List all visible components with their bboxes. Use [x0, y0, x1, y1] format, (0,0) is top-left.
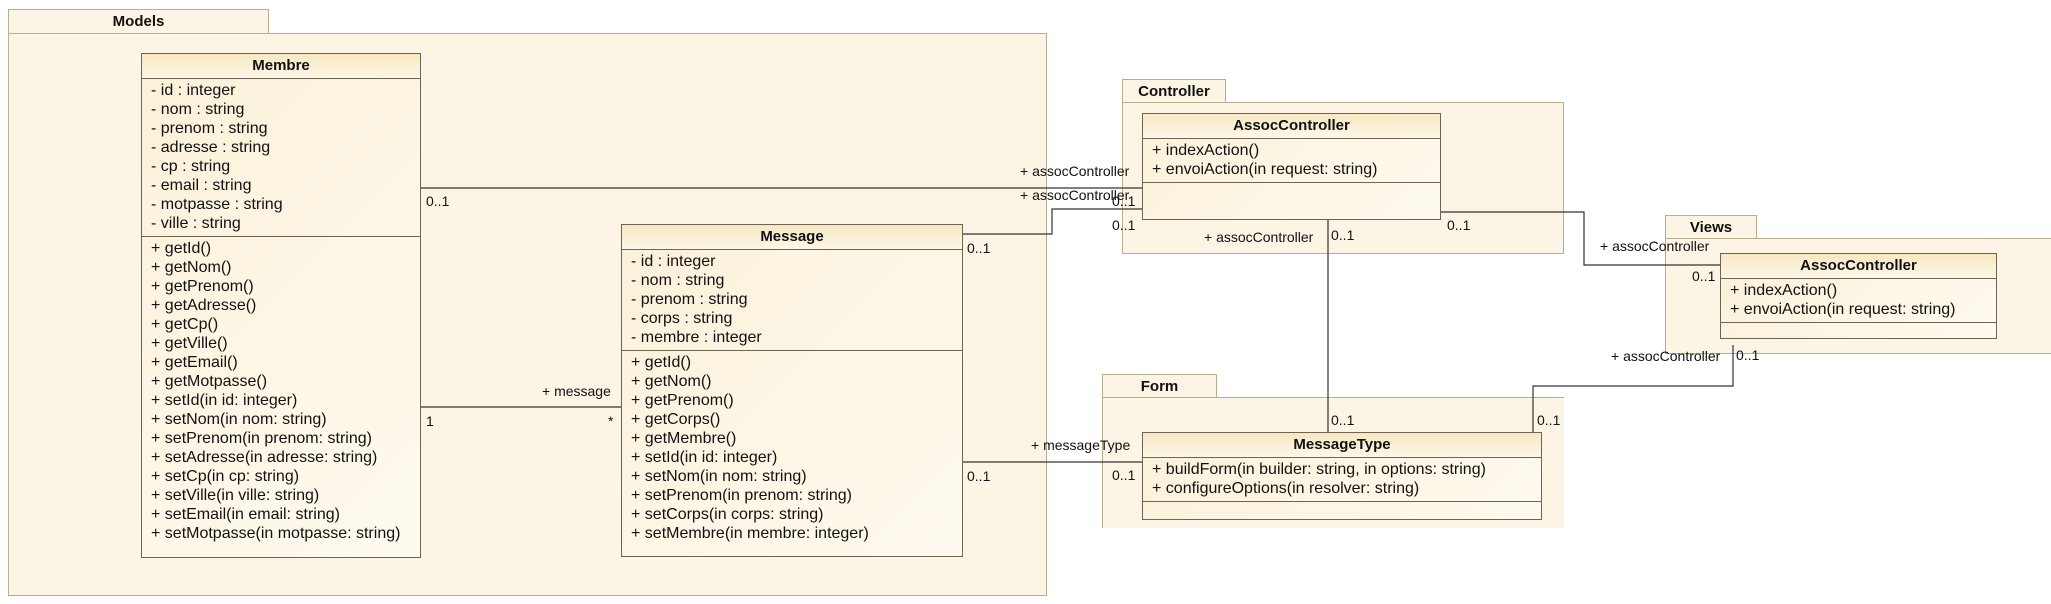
operations-section: + getId() + getNom() + getPrenom() + get…	[622, 351, 962, 546]
operation: + envoiAction(in request: string)	[1152, 161, 1378, 178]
class-assoc-controller-view: AssocController + indexAction() + envoiA…	[1720, 253, 1997, 339]
assoc-form-views	[1532, 345, 1734, 432]
operation: + setCp(in cp: string)	[151, 468, 300, 485]
class-message-type: MessageType + buildForm(in builder: stri…	[1142, 432, 1542, 520]
class-message: Message - id : integer - nom : string - …	[621, 224, 963, 557]
operation: + getVille()	[151, 335, 228, 352]
multiplicity-label: 0..1	[1692, 268, 1716, 284]
operation: + getId()	[631, 354, 692, 371]
package-tab-models: Models	[8, 9, 269, 34]
role-label: + assocController	[1600, 238, 1710, 254]
package-tab-controller: Controller	[1122, 79, 1226, 103]
role-label: + assocController	[1611, 348, 1721, 364]
empty-section	[1143, 183, 1440, 218]
operation: + setMembre(in membre: integer)	[631, 525, 869, 542]
operations-section: + indexAction() + envoiAction(in request…	[1721, 279, 1996, 323]
operation: + getPrenom()	[151, 278, 254, 295]
operation: + getCp()	[151, 316, 219, 333]
attribute: - nom : string	[151, 101, 245, 118]
class-name: Message	[622, 225, 962, 250]
role-label: + messageType	[1031, 437, 1131, 453]
operation: + getNom()	[151, 259, 232, 276]
multiplicity-label: 1	[426, 413, 434, 429]
class-assoc-controller: AssocController + indexAction() + envoiA…	[1142, 113, 1441, 220]
attribute: - email : string	[151, 177, 252, 194]
multiplicity-label: 0..1	[426, 193, 450, 209]
role-label: + message	[542, 383, 611, 399]
multiplicity-label: 0..1	[1112, 217, 1136, 233]
multiplicity-label: 0..1	[1331, 227, 1355, 243]
operation: + setPrenom(in prenom: string)	[151, 430, 372, 447]
class-name: Membre	[142, 54, 420, 79]
class-name: MessageType	[1143, 433, 1541, 458]
attribute: - cp : string	[151, 158, 231, 175]
operation: + setEmail(in email: string)	[151, 506, 340, 523]
operations-section: + getId() + getNom() + getPrenom() + get…	[142, 237, 420, 546]
operation: + getEmail()	[151, 354, 238, 371]
operation: + indexAction()	[1152, 142, 1260, 159]
multiplicity-label: 0..1	[1736, 347, 1760, 363]
operation: + getCorps()	[631, 411, 721, 428]
operation: + configureOptions(in resolver: string)	[1152, 480, 1420, 497]
operation: + setId(in id: integer)	[151, 392, 298, 409]
operation: + setAdresse(in adresse: string)	[151, 449, 378, 466]
operation: + setPrenom(in prenom: string)	[631, 487, 852, 504]
multiplicity-label: 0..1	[967, 468, 991, 484]
multiplicity-label: 0..1	[1447, 217, 1471, 233]
attribute: - membre : integer	[631, 329, 762, 346]
package-tab-form: Form	[1102, 374, 1217, 398]
multiplicity-label: 0..1	[1537, 412, 1561, 428]
attributes-section: - id : integer - nom : string - prenom :…	[622, 250, 962, 351]
operation: + envoiAction(in request: string)	[1730, 301, 1956, 318]
operation: + setNom(in nom: string)	[151, 411, 327, 428]
empty-section	[1721, 323, 1996, 340]
attribute: - id : integer	[151, 82, 236, 99]
multiplicity-label: 0..1	[1112, 467, 1136, 483]
operation: + getId()	[151, 240, 212, 257]
attributes-section: - id : integer - nom : string - prenom :…	[142, 79, 420, 237]
multiplicity-label: *	[608, 413, 614, 429]
assoc-message-controller	[963, 208, 1142, 235]
attribute: - nom : string	[631, 272, 725, 289]
attribute: - prenom : string	[631, 291, 748, 308]
operation: + setMotpasse(in motpasse: string)	[151, 525, 401, 542]
attribute: - motpasse : string	[151, 196, 283, 213]
role-label: + assocController	[1020, 187, 1130, 203]
role-label: + assocController	[1020, 163, 1130, 179]
operation: + setVille(in ville: string)	[151, 487, 320, 504]
attribute: - ville : string	[151, 215, 241, 232]
class-name: AssocController	[1143, 114, 1440, 139]
multiplicity-label: 0..1	[967, 240, 991, 256]
attribute: - id : integer	[631, 253, 716, 270]
multiplicity-label: 0..1	[1331, 412, 1355, 428]
operations-section: + indexAction() + envoiAction(in request…	[1143, 139, 1440, 183]
empty-section	[1143, 502, 1541, 519]
attribute: - corps : string	[631, 310, 733, 327]
operations-section: + buildForm(in builder: string, in optio…	[1143, 458, 1541, 502]
operation: + getNom()	[631, 373, 712, 390]
operation: + getAdresse()	[151, 297, 257, 314]
attribute: - prenom : string	[151, 120, 268, 137]
operation: + indexAction()	[1730, 282, 1838, 299]
operation: + setId(in id: integer)	[631, 449, 778, 466]
operation: + getMotpasse()	[151, 373, 268, 390]
assoc-controller-views	[1441, 211, 1720, 266]
operation: + getPrenom()	[631, 392, 734, 409]
role-label: + assocController	[1204, 229, 1314, 245]
operation: + setCorps(in corps: string)	[631, 506, 824, 523]
attribute: - adresse : string	[151, 139, 271, 156]
class-membre: Membre - id : integer - nom : string - p…	[141, 53, 421, 558]
operation: + buildForm(in builder: string, in optio…	[1152, 461, 1486, 478]
operation: + setNom(in nom: string)	[631, 468, 807, 485]
multiplicity-label: 0..1	[1112, 193, 1136, 209]
class-name: AssocController	[1721, 254, 1996, 279]
operation: + getMembre()	[631, 430, 737, 447]
